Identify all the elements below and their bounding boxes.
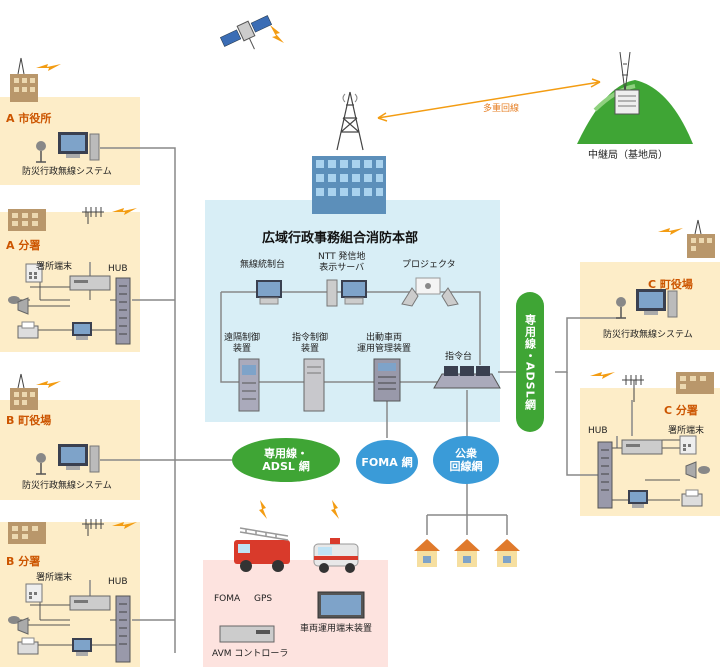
a-branch-antenna-icon bbox=[82, 207, 104, 224]
c-branch-terminal-label: 署所端末 bbox=[668, 426, 705, 436]
c-branch-speaker-icon bbox=[685, 461, 710, 479]
house-icon bbox=[414, 539, 440, 567]
a-branch-terminal-label: 署所端末 bbox=[36, 262, 73, 272]
a-branch-pc-icon bbox=[72, 322, 92, 340]
a-branch-label: A 分署 bbox=[6, 239, 41, 252]
c-branch-building-icon bbox=[676, 372, 714, 394]
a-branch-building-icon bbox=[8, 209, 46, 231]
c-town-hall-system-label: 防災行政無線システム bbox=[603, 330, 693, 340]
c-branch-hub-label: HUB bbox=[588, 426, 608, 436]
a-city-hall-building-icon bbox=[10, 57, 38, 102]
c-town-hall-label: C 町役場 bbox=[648, 278, 693, 291]
b-branch-pc-icon bbox=[72, 638, 92, 656]
hq-building-icon bbox=[312, 156, 386, 214]
b-branch-antenna-icon bbox=[82, 519, 104, 536]
a-city-hall-label: A 市役所 bbox=[6, 112, 52, 125]
radio-console-label: 無線統制台 bbox=[240, 260, 286, 270]
b-branch-label: B 分署 bbox=[6, 555, 41, 568]
b-town-hall-building-icon bbox=[10, 373, 38, 410]
c-branch-label: C 分署 bbox=[664, 404, 698, 417]
a-branch-hub-label: HUB bbox=[108, 264, 128, 274]
leased-adsl-network-left: 専用線・ ADSL 網 bbox=[232, 438, 340, 482]
public-line-network: 公衆 回線網 bbox=[433, 436, 499, 484]
a-city-hall-system-label: 防災行政無線システム bbox=[22, 167, 112, 177]
c-branch-phone-icon bbox=[679, 435, 697, 455]
hq-title: 広域行政事務組合消防本部 bbox=[262, 231, 419, 246]
relay-station-label: 中継局（基地局） bbox=[588, 150, 668, 161]
c-branch-terminal-icon bbox=[621, 439, 663, 455]
remote-control-label: 遠隔制御 装置 bbox=[224, 333, 261, 354]
satellite-icon bbox=[219, 15, 273, 50]
a-branch-phone-icon bbox=[25, 263, 43, 283]
multiplex-link-label: 多重回線 bbox=[483, 104, 520, 114]
b-branch-hub-label: HUB bbox=[108, 577, 128, 587]
ambulance-icon bbox=[313, 538, 359, 573]
vehicle-management-unit-icon bbox=[373, 358, 401, 402]
c-branch-printer-icon bbox=[681, 489, 703, 507]
gps-label: GPS bbox=[254, 594, 273, 604]
a-branch-terminal-icon bbox=[69, 275, 111, 291]
vehicle-terminal-label: 車両運用端末装置 bbox=[300, 624, 373, 634]
b-branch-phone-icon bbox=[25, 583, 43, 603]
house-icon bbox=[454, 539, 480, 567]
c-radio-monitor-icon bbox=[636, 289, 678, 318]
house-icon bbox=[494, 539, 520, 567]
command-control-unit-icon bbox=[303, 358, 325, 412]
fire-engine-icon bbox=[234, 527, 290, 572]
b-branch-terminal-label: 署所端末 bbox=[36, 573, 73, 583]
b-branch-hub-icon bbox=[115, 595, 131, 663]
b-branch-terminal-icon bbox=[69, 595, 111, 611]
radio-console-icon bbox=[256, 280, 282, 305]
c-town-hall-building-icon bbox=[687, 219, 715, 258]
a-radio-monitor-icon bbox=[58, 132, 100, 161]
command-control-label: 指令制御 装置 bbox=[292, 333, 329, 354]
a-branch-printer-icon bbox=[17, 321, 39, 339]
vehicle-management-label: 出動車両 運用管理装置 bbox=[357, 333, 412, 354]
b-branch-speaker-icon bbox=[17, 617, 29, 635]
projector-icon bbox=[401, 277, 459, 307]
b-branch-printer-icon bbox=[17, 637, 39, 655]
b-radio-microphone-icon bbox=[36, 453, 46, 475]
a-branch-speaker-icon bbox=[17, 297, 29, 315]
avm-controller-icon bbox=[219, 625, 275, 643]
projector-label: プロジェクタ bbox=[402, 260, 456, 270]
ntt-server-label: NTT 発信地 表示サーバ bbox=[318, 252, 366, 273]
a-radio-microphone-icon bbox=[36, 141, 46, 163]
b-town-hall-system-label: 防災行政無線システム bbox=[22, 481, 112, 491]
avm-controller-label: AVM コントローラ bbox=[212, 649, 289, 659]
leased-adsl-network-right: 専用線・ADSL網 bbox=[516, 292, 544, 432]
c-radio-microphone-icon bbox=[616, 297, 626, 319]
b-town-hall-label: B 町役場 bbox=[6, 414, 52, 427]
relay-station-mountain-icon bbox=[577, 51, 693, 144]
command-desk-icon bbox=[433, 366, 501, 389]
remote-control-unit-icon bbox=[238, 358, 260, 412]
c-branch-pc-icon bbox=[628, 490, 648, 508]
foma-label: FOMA bbox=[214, 594, 241, 604]
hq-antenna-tower-icon bbox=[336, 91, 364, 151]
b-branch-building-icon bbox=[8, 522, 46, 544]
ntt-server-icon bbox=[326, 279, 367, 307]
c-branch-antenna-icon bbox=[622, 375, 644, 402]
vehicle-terminal-icon bbox=[317, 591, 365, 619]
b-radio-monitor-icon bbox=[58, 444, 100, 473]
command-desk-label: 指令台 bbox=[445, 352, 473, 362]
a-branch-hub-icon bbox=[115, 277, 131, 345]
foma-network: FOMA 網 bbox=[356, 440, 418, 484]
c-branch-hub-icon bbox=[597, 441, 613, 509]
